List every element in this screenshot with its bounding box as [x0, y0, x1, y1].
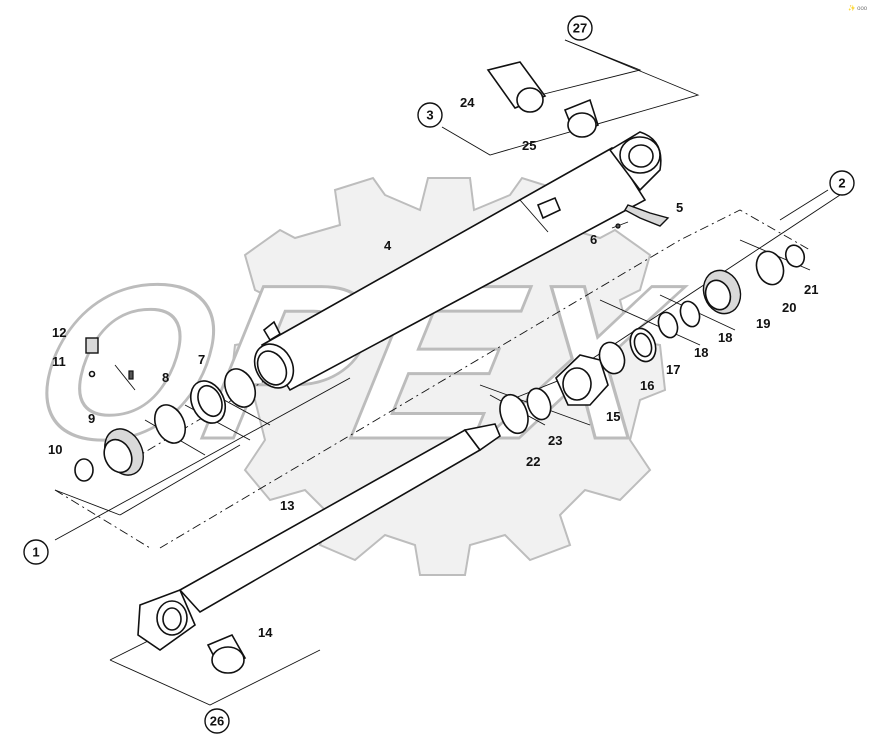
- label-part-20: 20: [782, 300, 796, 315]
- part-labels: 4 5 6 7 8 9 10 11 12 13 14 15 16 17 18 1…: [48, 95, 818, 640]
- reference-callouts: 1 2 3 26 27: [23, 15, 855, 734]
- bushing-rod-eye: [206, 633, 247, 674]
- label-part-17: 17: [666, 362, 680, 377]
- label-part-18-b: 18: [718, 330, 732, 345]
- label-part-18-a: 18: [694, 345, 708, 360]
- piston-side-parts: [74, 337, 257, 482]
- label-part-12: 12: [52, 325, 66, 340]
- clamp-and-bolt: [611, 204, 670, 229]
- label-part-7: 7: [198, 352, 205, 367]
- reference-callout-1: 1: [23, 539, 49, 565]
- corner-mark: ✨ ooo: [848, 4, 868, 12]
- svg-text:2: 2: [838, 176, 845, 191]
- label-part-22: 22: [526, 454, 540, 469]
- label-part-6: 6: [590, 232, 597, 247]
- label-part-16: 16: [640, 378, 654, 393]
- assembly-lines: [54, 209, 811, 549]
- label-part-21: 21: [804, 282, 818, 297]
- label-part-19: 19: [756, 316, 770, 331]
- label-part-15: 15: [606, 409, 620, 424]
- reference-callout-3: 3: [417, 102, 443, 128]
- cylinder-barrel: [253, 131, 662, 392]
- label-part-14: 14: [258, 625, 273, 640]
- reference-callout-26: 26: [204, 708, 230, 734]
- svg-text:1: 1: [32, 545, 39, 560]
- reference-callout-27: 27: [567, 15, 593, 41]
- label-part-8: 8: [162, 370, 169, 385]
- label-part-25: 25: [522, 138, 536, 153]
- label-part-5: 5: [676, 200, 683, 215]
- label-part-24: 24: [460, 95, 475, 110]
- gland-side-parts: [499, 244, 806, 435]
- label-part-13: 13: [280, 498, 294, 513]
- label-part-4: 4: [384, 238, 392, 253]
- label-part-23: 23: [548, 433, 562, 448]
- bushing-parts-top: [486, 61, 599, 138]
- label-part-11: 11: [52, 354, 66, 369]
- label-part-9: 9: [88, 411, 95, 426]
- label-part-10: 10: [48, 442, 62, 457]
- svg-text:26: 26: [210, 714, 224, 729]
- svg-text:3: 3: [426, 108, 433, 123]
- piston-rod: [137, 423, 501, 651]
- svg-text:27: 27: [573, 21, 587, 36]
- watermark-gear-shape: [228, 176, 667, 576]
- reference-callout-2: 2: [829, 170, 855, 196]
